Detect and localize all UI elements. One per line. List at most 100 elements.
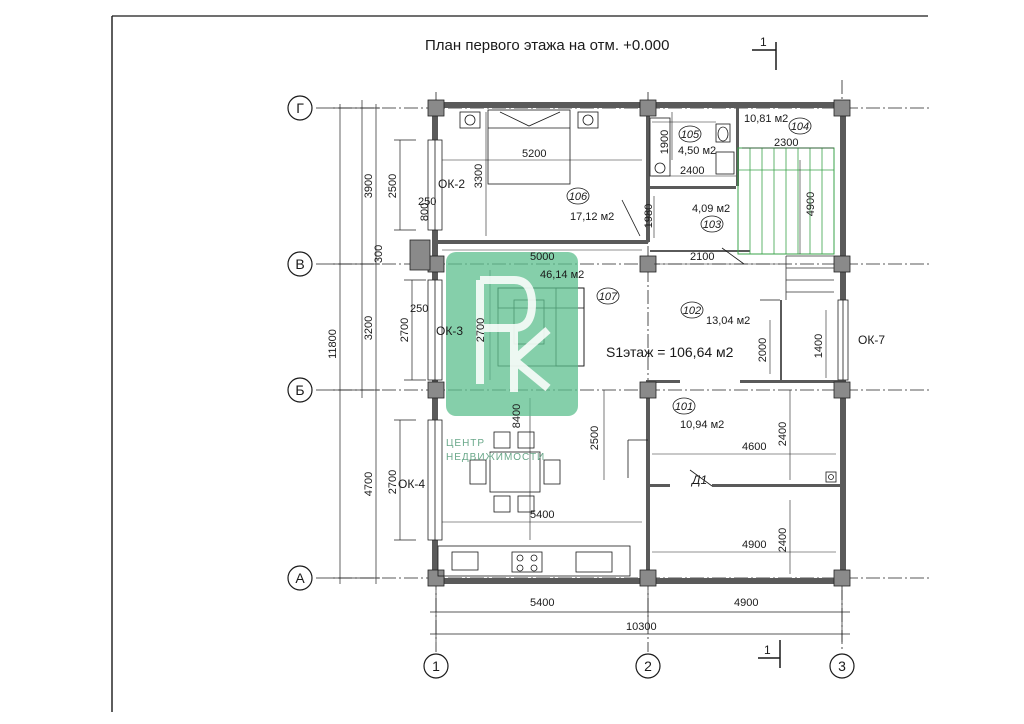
dim-left-outer-1: 3900 [363,174,375,198]
axis-bubble-3: 3 [829,653,855,679]
dim-left-outer-2: 3200 [363,316,375,340]
svg-text:10,94 м2: 10,94 м2 [680,419,724,431]
window-ok-3 [427,279,443,381]
watermark-text-1: ЦЕНТР [446,438,485,449]
door-swings [621,199,780,487]
room-102: 102 13,04 м2 [680,301,750,327]
interior-walls [436,102,842,580]
watermark-text-2: НЕДВИЖИМОСТИ [446,452,545,463]
svg-text:Г: Г [296,100,304,116]
room-104: 104 10,81 м2 [744,113,812,135]
svg-text:17,12 м2: 17,12 м2 [570,211,614,223]
svg-text:1: 1 [764,643,771,657]
dim-int-2500: 2500 [589,426,601,450]
axis-bubble-1: 1 [423,653,449,679]
dim-bottom-4900: 4900 [734,597,758,609]
svg-text:2: 2 [644,658,652,674]
dim-left-outer-3: 4700 [363,472,375,496]
dim-int-2400-mid: 2400 [777,422,789,446]
dim-small-250-top: 250 [418,196,436,208]
svg-text:105: 105 [681,129,700,141]
svg-text:В: В [295,256,304,272]
dim-int-5200: 5200 [522,148,546,160]
window-label-ok-2: ОК-2 [438,177,465,191]
svg-text:1: 1 [760,35,767,49]
boiler-icon [825,471,837,483]
axis-bubble-2: 2 [635,653,661,679]
room-105: 105 4,50 м2 [678,125,716,157]
svg-text:103: 103 [703,219,722,231]
door-label-d1: Д1 [690,473,707,487]
total-area-label: S1этаж = 106,64 м2 [606,344,734,360]
dim-int-1980: 1980 [643,204,655,228]
window-label-ok-7: ОК-7 [858,333,885,347]
dim-int-1400: 1400 [813,334,825,358]
dim-int-4900: 4900 [742,539,766,551]
axis-bubble-a: А [287,565,313,591]
svg-text:102: 102 [683,305,701,317]
svg-text:4,09 м2: 4,09 м2 [692,203,730,215]
svg-text:10,81 м2: 10,81 м2 [744,113,788,125]
bed-icon [459,109,599,185]
window-ok-7 [837,299,849,381]
room-103: 103 4,09 м2 [692,203,730,233]
dim-overall-height: 11800 [327,329,339,359]
dim-int-2700: 2700 [475,318,487,342]
dim-bottom-5400: 5400 [530,597,554,609]
svg-text:107: 107 [599,291,618,303]
watermark-logo [446,252,578,416]
staircase [737,147,835,300]
svg-text:101: 101 [675,401,693,413]
dim-bottom-total: 10300 [626,621,657,633]
dim-int-4900-stair: 4900 [805,192,817,216]
svg-text:А: А [295,570,305,586]
room-107: 107 46,14 м2 [540,269,620,305]
dim-left-inner-2: 2700 [399,318,411,342]
dim-int-8400: 8400 [511,404,523,428]
dim-int-2400-bottom: 2400 [777,528,789,552]
dim-int-2100: 2100 [690,251,714,263]
section-mark-top: 1 [752,35,777,70]
svg-text:106: 106 [569,191,588,203]
window-label-ok-4: ОК-4 [398,477,425,491]
svg-text:46,14 м2: 46,14 м2 [540,269,584,281]
columns [409,99,851,587]
svg-text:4,50 м2: 4,50 м2 [678,145,716,157]
dim-left-inner-1: 2500 [387,174,399,198]
svg-text:104: 104 [791,121,809,133]
room-101: 101 10,94 м2 [672,397,724,431]
axis-bubble-v: В [287,251,313,277]
sink-icon [715,151,735,175]
svg-text:13,04 м2: 13,04 м2 [706,315,750,327]
dim-int-2400-top: 2400 [680,165,704,177]
room-106: 106 17,12 м2 [566,187,614,223]
axis-bubble-g: Г [287,95,313,121]
dim-int-2000: 2000 [757,338,769,362]
bottom-dimension-chains [430,590,850,642]
left-dimension-chains [330,100,426,584]
kitchen-counter [437,545,631,577]
axis-bubble-b: Б [287,377,313,403]
dim-small-800: 800 [419,203,431,221]
svg-text:3: 3 [838,658,846,674]
svg-text:Б: Б [295,382,304,398]
window-label-ok-3: ОК-3 [436,324,463,338]
dim-int-2300: 2300 [774,137,798,149]
dim-int-3300: 3300 [473,164,485,188]
window-ok-4 [427,419,443,541]
svg-text:1: 1 [432,658,440,674]
plan-title: План первого этажа на отм. +0.000 [425,37,669,54]
dim-int-5400: 5400 [530,509,554,521]
toilet-icon [715,123,731,143]
dining-table-icon [469,431,561,513]
dim-int-4600: 4600 [742,441,766,453]
dim-int-5000: 5000 [530,251,554,263]
section-mark-bottom: 1 [758,640,781,668]
dim-int-1900: 1900 [659,130,671,154]
dim-small-300: 300 [373,245,385,263]
dim-small-250-mid: 250 [410,303,428,315]
interior-dimension-lines [442,112,836,574]
window-ok-2 [427,139,443,231]
dim-left-inner-3: 2700 [387,470,399,494]
